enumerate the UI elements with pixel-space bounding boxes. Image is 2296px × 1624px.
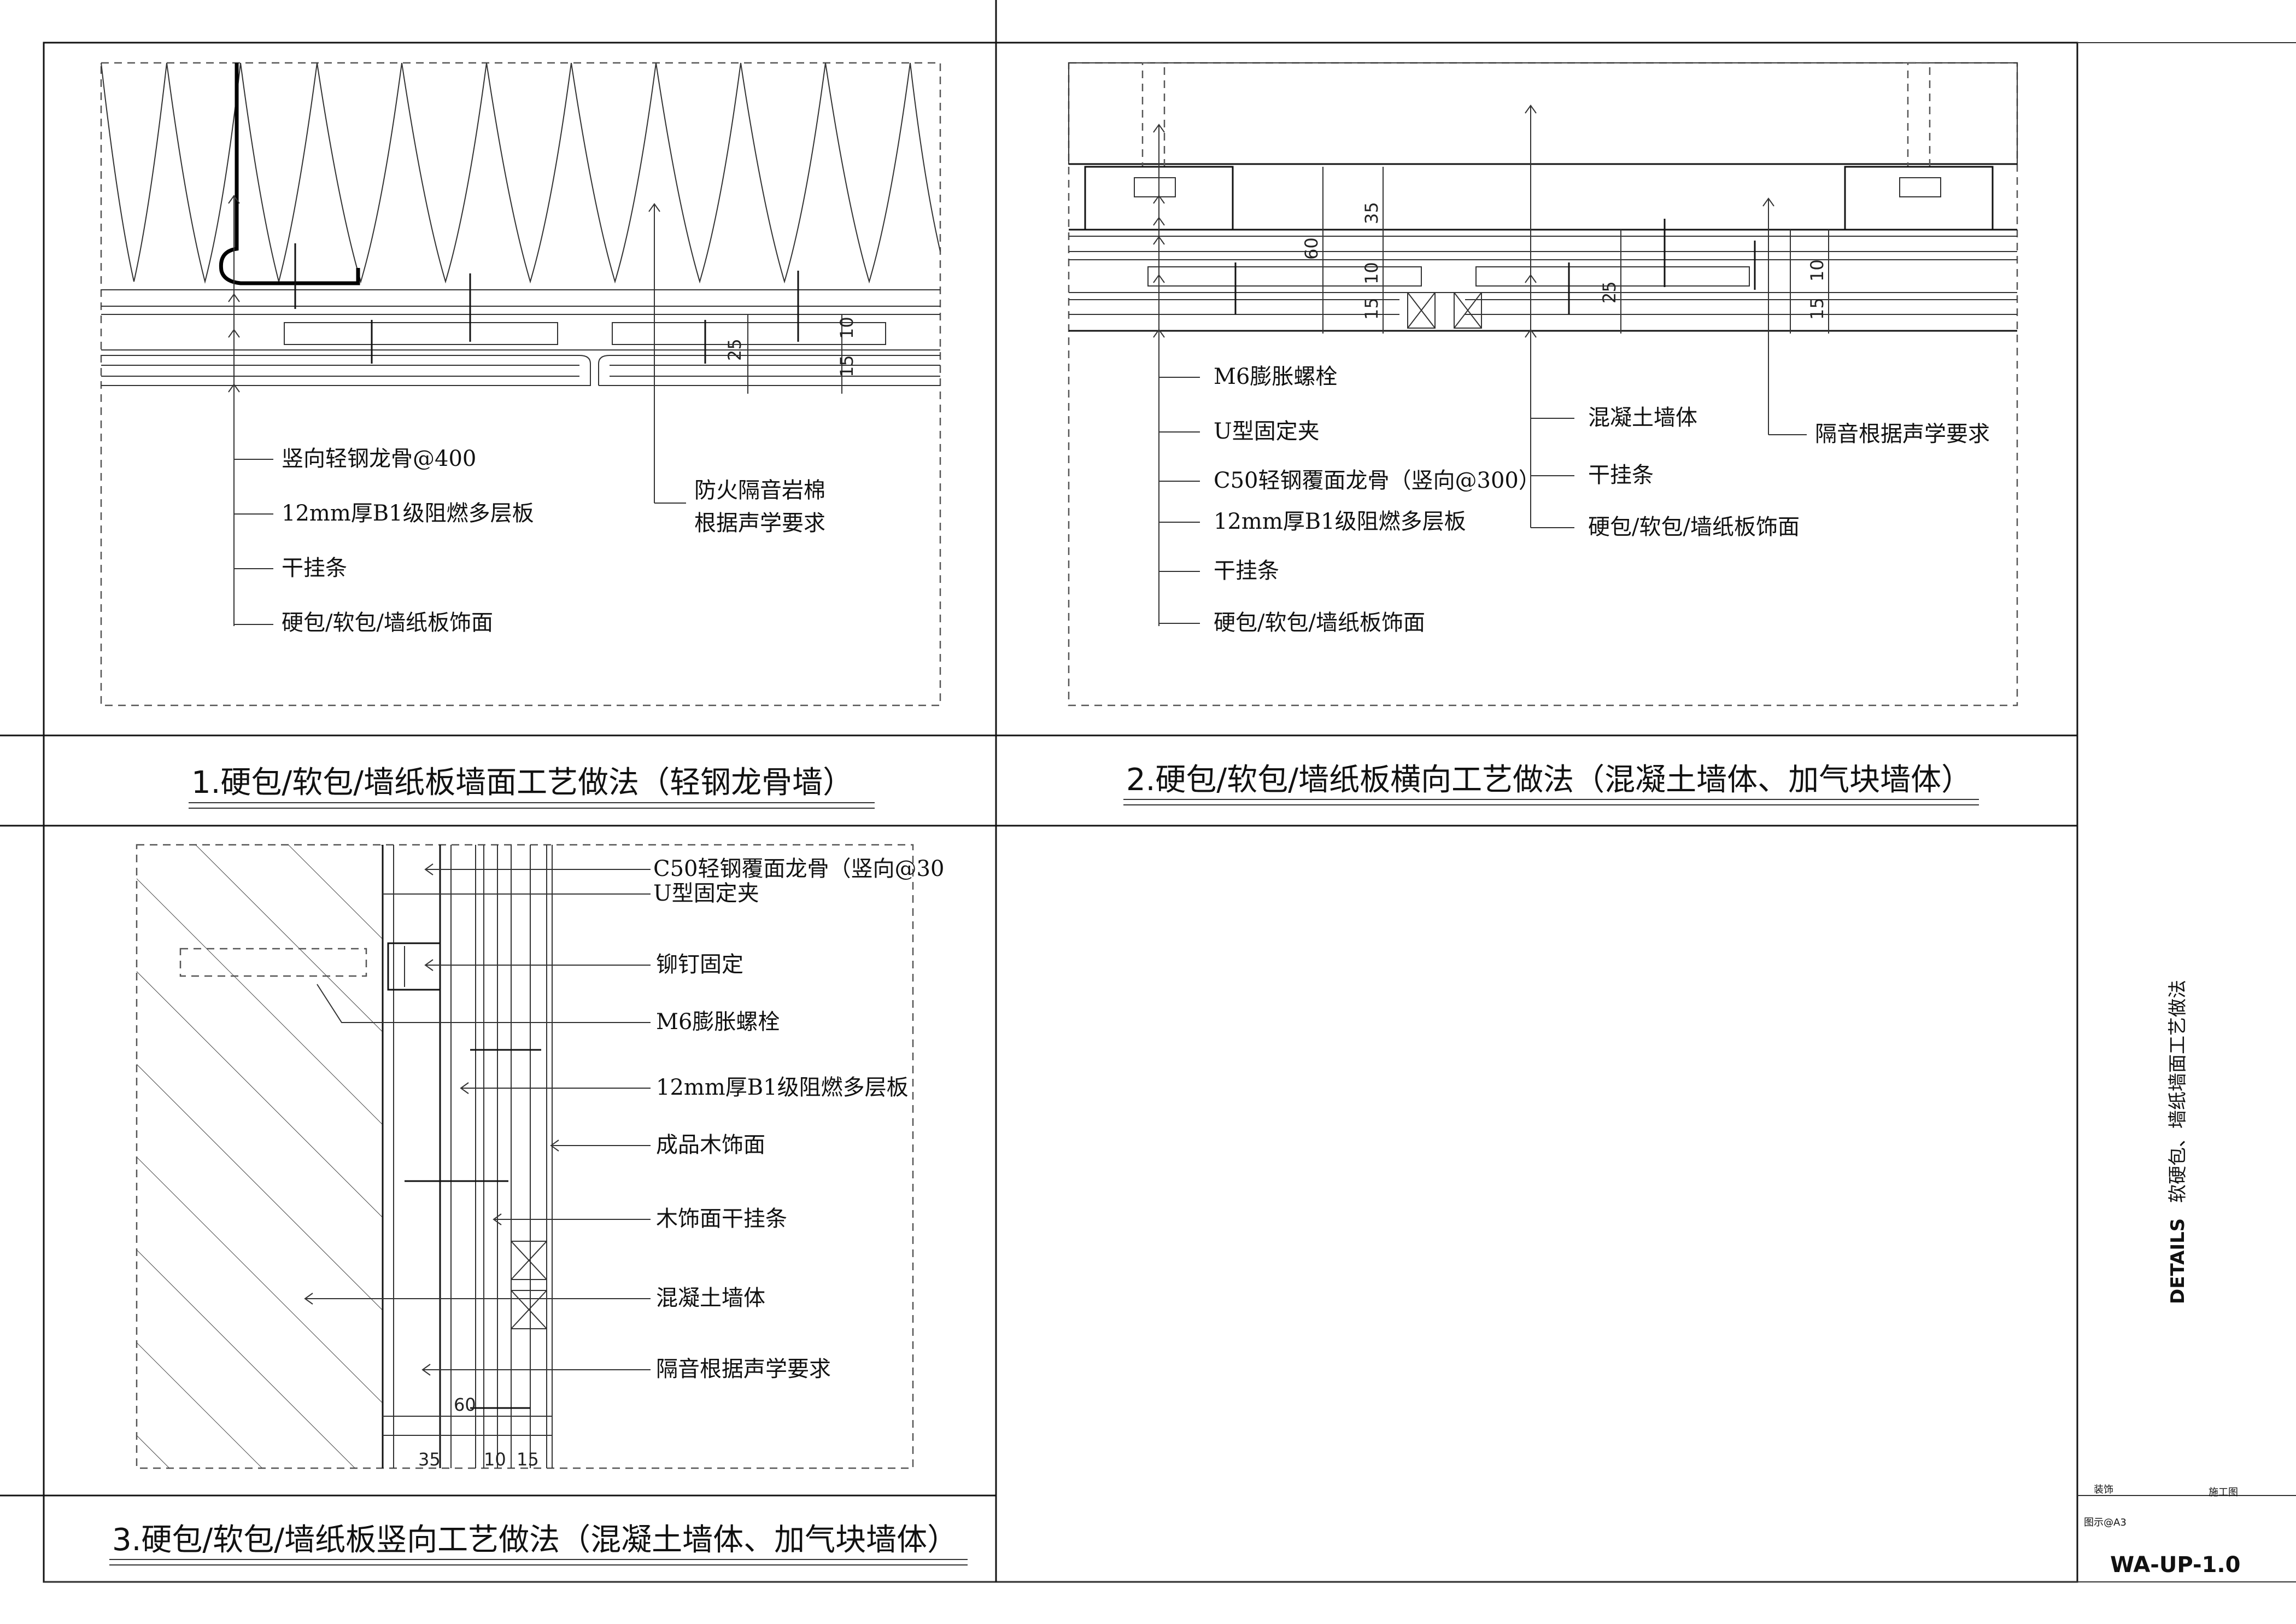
label-wood-finish: 成品木饰面 bbox=[656, 1132, 765, 1158]
dim-60: 60 bbox=[1301, 237, 1322, 260]
c50-channel bbox=[1069, 166, 2017, 231]
detail-2-caption: 2.硬包/软包/墙纸板横向工艺做法（混凝土墙体、加气块墙体） bbox=[1126, 762, 1972, 798]
title-en: DETAILS bbox=[2167, 1218, 2189, 1304]
label-m6-bolt: M6膨胀螺栓 bbox=[1214, 364, 1337, 389]
label-m6-bolt: M6膨胀螺栓 bbox=[656, 1009, 780, 1035]
field-decoration: 装饰 bbox=[2094, 1484, 2113, 1496]
dim-10a: 10 bbox=[1361, 262, 1382, 284]
detail-3-caption: 3.硬包/软包/墙纸板竖向工艺做法（混凝土墙体、加气块墙体） bbox=[112, 1522, 958, 1558]
label-c50-channel: C50轻钢覆面龙骨（竖向@30 bbox=[653, 856, 944, 881]
dim-25: 25 bbox=[724, 338, 745, 361]
title-block: DETAILS 软硬包、墙纸墙面工艺做法 装饰 施工图 图示@A3 WA-UP-… bbox=[2084, 980, 2240, 1578]
label-finish-panel: 硬包/软包/墙纸板饰面 bbox=[282, 610, 493, 635]
label-u-clip: U型固定夹 bbox=[1214, 419, 1320, 444]
detail-2-leaders bbox=[1153, 104, 1807, 626]
label-u-clip: U型固定夹 bbox=[653, 881, 759, 906]
vertical-layers bbox=[393, 845, 553, 1468]
label-plywood: 12mm厚B1级阻燃多层板 bbox=[1214, 509, 1466, 534]
insulation-wool bbox=[101, 62, 941, 284]
dim-35: 35 bbox=[1361, 202, 1382, 224]
label-acoustic-req: 隔音根据声学要求 bbox=[656, 1357, 831, 1382]
detail-2-board-layers bbox=[1069, 236, 2017, 332]
dim-10: 10 bbox=[836, 317, 857, 339]
label-rock-wool: 防火隔音岩棉 bbox=[694, 478, 825, 503]
label-acoustic-req: 隔音根据声学要求 bbox=[1815, 422, 1990, 447]
scale-note: 图示@A3 bbox=[2084, 1517, 2127, 1528]
detail-1-viewport bbox=[100, 62, 941, 706]
label-concrete-wall: 混凝土墙体 bbox=[656, 1286, 765, 1311]
concrete-wall-vertical bbox=[137, 845, 383, 1468]
label-hanging-strip: 干挂条 bbox=[1214, 558, 1279, 583]
label-wood-hanging-strip: 木饰面干挂条 bbox=[656, 1206, 787, 1231]
drawing-number: WA-UP-1.0 bbox=[2110, 1552, 2240, 1578]
dim-15: 15 bbox=[517, 1449, 539, 1470]
detail-1: 25 15 10 竖向轻钢龙骨@400 12mm厚B1级阻燃多层板 干挂条 硬包… bbox=[100, 62, 941, 809]
title-cn: 软硬包、墙纸墙面工艺做法 bbox=[2167, 980, 2189, 1203]
label-hanging-strip: 干挂条 bbox=[282, 556, 347, 581]
detail-1-caption: 1.硬包/软包/墙纸板墙面工艺做法（轻钢龙骨墙） bbox=[191, 765, 853, 801]
screws bbox=[294, 243, 799, 364]
label-steel-stud: 竖向轻钢龙骨@400 bbox=[282, 446, 476, 471]
dim-10: 10 bbox=[484, 1449, 506, 1470]
dim-35: 35 bbox=[418, 1449, 441, 1470]
label-plywood: 12mm厚B1级阻燃多层板 bbox=[656, 1075, 909, 1100]
detail-2: 35 60 10 15 25 10 15 M6膨胀螺栓 bbox=[1068, 62, 2018, 805]
label-finish-panel: 硬包/软包/墙纸板饰面 bbox=[1214, 610, 1425, 635]
u-clip-bolt bbox=[179, 942, 441, 991]
detail-2-screws bbox=[1234, 219, 1756, 314]
label-c50-channel: C50轻钢覆面龙骨（竖向@300） bbox=[1214, 468, 1541, 493]
label-acoustic-req: 根据声学要求 bbox=[694, 511, 825, 536]
detail-1-dimensions: 25 15 10 bbox=[724, 314, 857, 394]
board-layers bbox=[101, 289, 940, 386]
sheet-frame bbox=[0, 0, 2296, 1583]
detail-2-viewport bbox=[1068, 62, 2018, 706]
dim-15a: 15 bbox=[1361, 297, 1382, 320]
steel-stud bbox=[219, 63, 360, 285]
detail-2-dimensions: 35 60 10 15 25 10 15 bbox=[1301, 167, 1829, 334]
label-plywood: 12mm厚B1级阻燃多层板 bbox=[282, 501, 534, 526]
detail-3-screws bbox=[405, 1049, 541, 1409]
detail-3-leaders bbox=[304, 863, 651, 1376]
dim-15b: 15 bbox=[1807, 297, 1828, 320]
label-hanging-strip-2: 干挂条 bbox=[1588, 463, 1654, 488]
label-finish-panel-2: 硬包/软包/墙纸板饰面 bbox=[1588, 515, 1800, 540]
dim-15: 15 bbox=[836, 355, 857, 377]
detail-1-leaders bbox=[228, 195, 686, 626]
label-concrete-wall: 混凝土墙体 bbox=[1588, 405, 1697, 430]
concrete-wall bbox=[1068, 62, 2018, 165]
dim-25: 25 bbox=[1599, 281, 1620, 303]
dim-60: 60 bbox=[454, 1394, 476, 1415]
detail-3-dimensions: 60 35 10 15 bbox=[383, 1394, 552, 1470]
dim-10b: 10 bbox=[1807, 259, 1828, 282]
label-rivet: 铆钉固定 bbox=[656, 952, 743, 977]
detail-3: 60 35 10 15 C50轻钢覆面龙骨（竖向@30 U型固定夹 铆钉固定 bbox=[109, 844, 968, 1565]
field-construction-drawing: 施工图 bbox=[2209, 1487, 2238, 1498]
